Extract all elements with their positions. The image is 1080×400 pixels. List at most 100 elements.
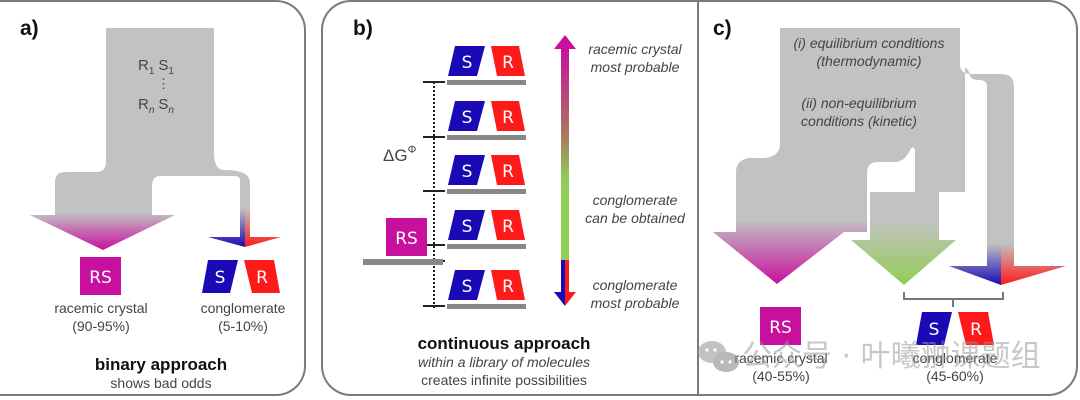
formula-s1: S [158, 57, 168, 74]
r-enantiomer-box [491, 270, 525, 300]
equilibrium-conditions-label-2: (thermodynamic) [816, 53, 921, 69]
probability-arrow-shaft [561, 49, 569, 260]
label-racemic-most-probable-2: most probable [591, 59, 680, 75]
conglomerate-percent: (5-10%) [218, 318, 268, 334]
delta-g-label: ΔG [383, 146, 408, 165]
conglomerate-flow-blue [949, 192, 1001, 285]
racemic-box [760, 307, 801, 345]
s-enantiomer-box [448, 101, 485, 131]
s-box-label: S [215, 268, 226, 288]
conglomerate-bracket [903, 292, 1004, 307]
s-enantiomer-box [448, 210, 485, 240]
r-enantiomer-box [491, 101, 525, 131]
panel-b-subtitle: creates infinite possibilities [421, 372, 587, 388]
energy-level-shelf [447, 135, 526, 140]
r-enantiomer-box [491, 46, 525, 76]
r-enantiomer-box [491, 155, 525, 185]
formula-r1: R [138, 57, 149, 74]
racemic-reference-box [386, 218, 427, 256]
probability-arrow-up-head [554, 35, 576, 49]
r-box-label: R [502, 217, 514, 237]
svg-text:ΔGΦ: ΔGΦ [383, 144, 417, 165]
s-enantiomer-box [448, 46, 485, 76]
conglomerate-flow-red [245, 187, 281, 247]
racemic-label: racemic crystal [734, 350, 827, 366]
panel-letter-b: b) [353, 17, 373, 40]
non-equilibrium-conditions-label-2: conditions (kinetic) [801, 113, 917, 129]
s-box-label: S [462, 217, 473, 237]
s-enantiomer-box [202, 260, 238, 293]
r-enantiomer-box [958, 312, 994, 345]
racemic-label: racemic crystal [54, 300, 147, 316]
label-conglomerate-obtainable-1: conglomerate [593, 192, 678, 208]
racemic-box-label: RS [89, 268, 112, 288]
non-equilibrium-conditions-label-1: (ii) non-equilibrium [801, 95, 916, 111]
panel-letter-a: a) [20, 17, 39, 40]
racemic-flow-arrow [713, 192, 867, 284]
r-enantiomer-box [244, 260, 280, 293]
formula-sn: S [158, 96, 168, 113]
energy-level-shelf [447, 244, 526, 249]
s-enantiomer-box [448, 270, 485, 300]
r-box-label: R [502, 53, 514, 73]
panel-a-title: binary approach [95, 355, 227, 374]
racemic-box-label: RS [769, 318, 792, 338]
label-conglomerate-obtainable-2: can be obtained [585, 210, 686, 226]
r-box-label: R [502, 277, 514, 297]
racemic-flow-arrow [30, 192, 175, 250]
conglomerate-flow-blue [208, 187, 245, 247]
panel-b-title: continuous approach [418, 334, 591, 353]
racemic-box [80, 257, 121, 295]
r-box-label: R [256, 268, 268, 288]
conglomerate-kinetic-flow-arrow [851, 192, 956, 285]
r-box-label: R [502, 162, 514, 182]
formula-rn: R [138, 96, 149, 113]
panel-c-conditions: c) (i) equilibrium conditions (thermodyn… [697, 0, 1078, 396]
formula-rn-sub: n [149, 105, 155, 116]
s-enantiomer-box [916, 312, 952, 345]
s-box-label: S [462, 162, 473, 182]
conglomerate-label: conglomerate [201, 300, 286, 316]
formula-r1-sub: 1 [149, 66, 155, 77]
flow-trunk [30, 28, 250, 235]
label-conglomerate-most-probable-1: conglomerate [593, 277, 678, 293]
conglomerate-percent: (45-60%) [926, 368, 984, 384]
flow-trunk [736, 28, 1014, 192]
racemic-percent: (90-95%) [72, 318, 130, 334]
conglomerate-flow-red [1001, 192, 1066, 285]
r-box-label: R [970, 320, 982, 340]
conglomerate-label: conglomerate [913, 350, 998, 366]
s-box-label: S [462, 53, 473, 73]
energy-level-shelf [447, 80, 526, 85]
s-box-label: S [462, 108, 473, 128]
formula-dots: ⋮ [157, 76, 170, 91]
panel-c-diagram: c) (i) equilibrium conditions (thermodyn… [713, 17, 1066, 384]
formula-sn-sub: n [168, 105, 174, 116]
probability-arrow-down-red [565, 260, 576, 306]
r-enantiomer-box [491, 210, 525, 240]
panel-letter-c: c) [713, 17, 732, 40]
racemic-percent: (40-55%) [752, 368, 810, 384]
s-box-label: S [929, 320, 940, 340]
probability-arrow-down-blue [554, 260, 565, 306]
panel-a-subtitle: shows bad odds [110, 375, 211, 391]
panel-b-subtitle-italic: within a library of molecules [418, 354, 590, 370]
energy-level-shelf [447, 304, 526, 309]
energy-level-shelf [447, 189, 526, 194]
s-enantiomer-box [448, 155, 485, 185]
label-racemic-most-probable-1: racemic crystal [588, 41, 682, 57]
formula-s1-sub: 1 [168, 66, 174, 77]
r-box-label: R [502, 108, 514, 128]
label-conglomerate-most-probable-2: most probable [591, 295, 680, 311]
